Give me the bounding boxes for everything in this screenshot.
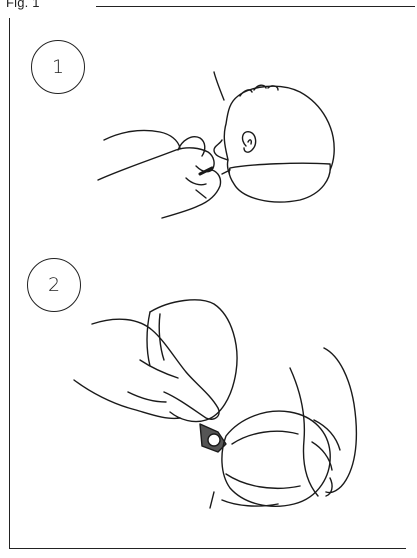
hand-right [290, 368, 318, 496]
mask-dome [150, 300, 237, 422]
resuscitation-bag [222, 411, 330, 506]
